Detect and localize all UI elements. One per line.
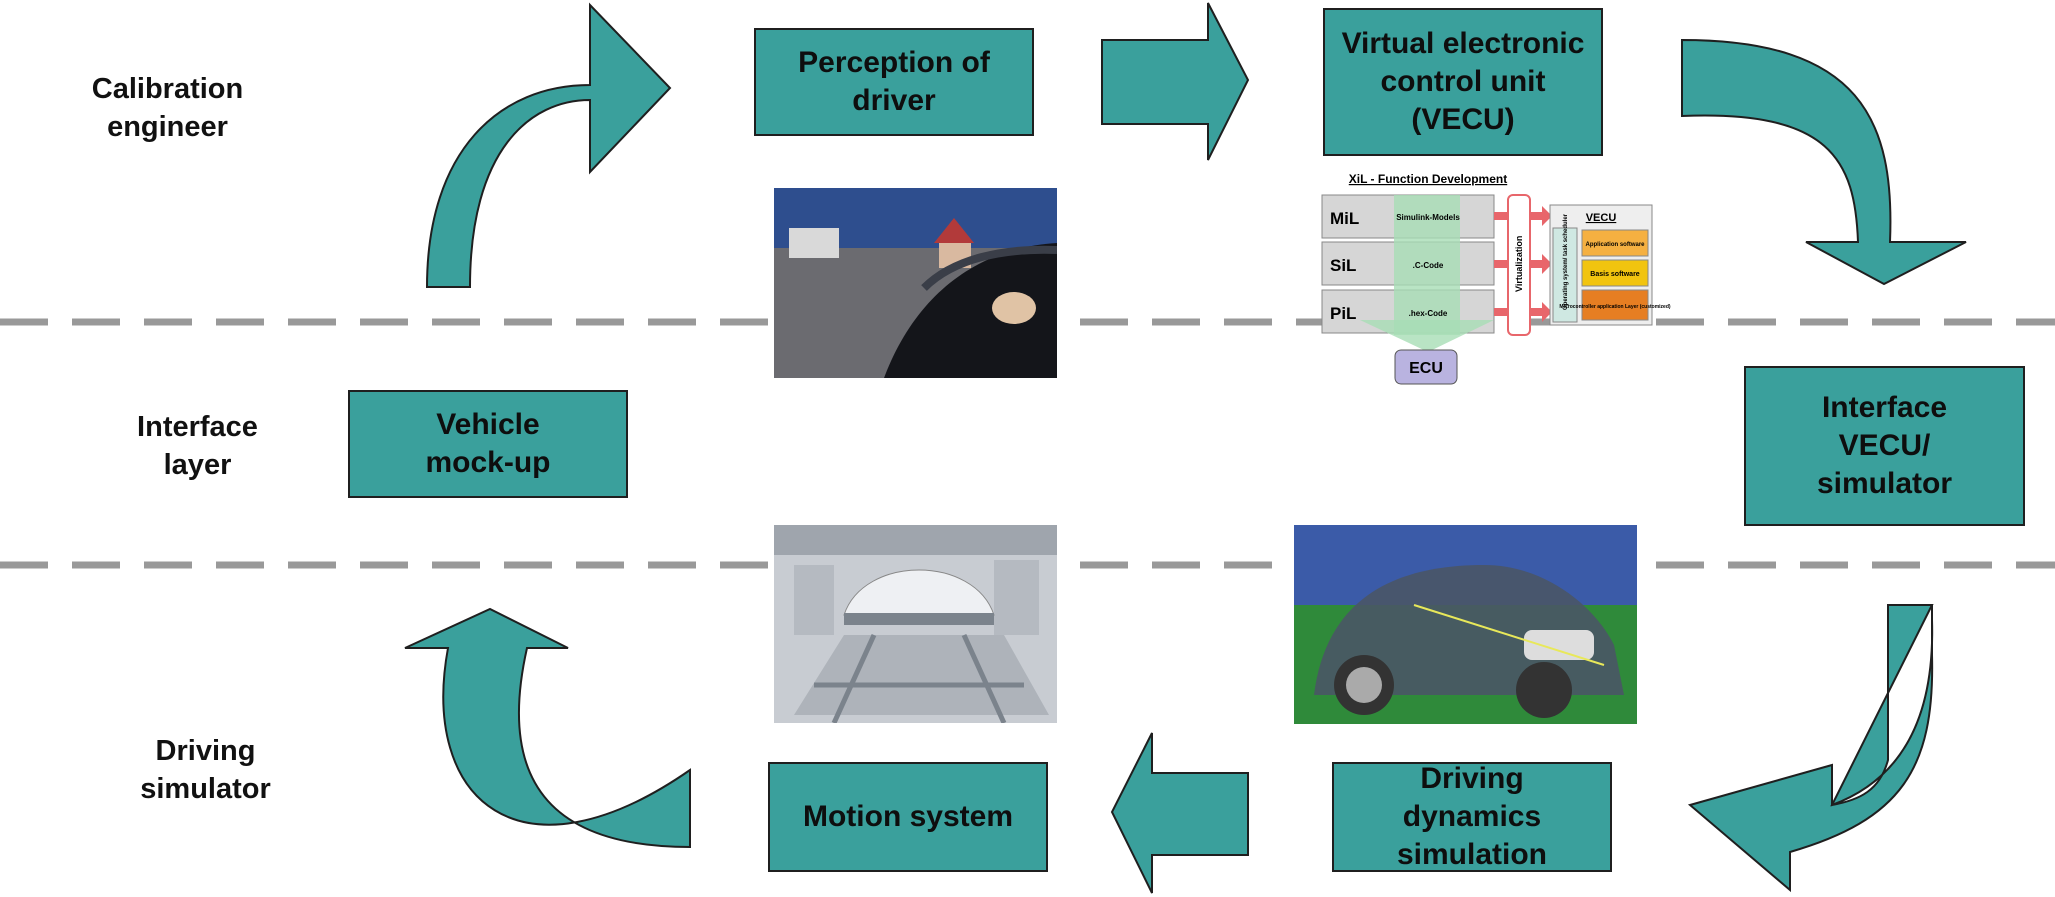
xil-content-pil: .hex-Code: [1409, 309, 1448, 318]
xil-layer-basis: [1581, 259, 1649, 287]
curved-arrow-left-bottom: [404, 607, 691, 849]
car-simulation-render-photo: [1294, 525, 1637, 724]
curved-arrow-left-top: [425, 2, 672, 288]
xil-diagram: XiL - Function Development MiL SiL PiL S…: [1321, 172, 1671, 385]
xil-content-mil: Simulink-Models: [1396, 213, 1460, 222]
row-label-driving-simulator: Driving simulator: [140, 735, 271, 805]
xil-red-arrow-6: [1530, 302, 1552, 322]
xil-virtualization-label: Virtualization: [1514, 236, 1524, 292]
xil-label-pil: PiL: [1330, 304, 1356, 323]
xil-vecu-title: VECU: [1586, 212, 1617, 224]
box-motion-system: Motion system: [768, 762, 1048, 872]
xil-layer-micro-label: Microcontroller application Layer (custo…: [1559, 304, 1670, 310]
xil-content-sil: .C-Code: [1413, 261, 1444, 270]
arrow-dynamics-to-motion: [1110, 732, 1249, 894]
xil-layer-basis-label: Basis software: [1590, 271, 1640, 278]
xil-red-arrow-4: [1530, 206, 1552, 226]
simulator-dome-photo: [774, 525, 1057, 723]
row-label-interface-layer: Interface layer: [137, 411, 258, 481]
driver-view-photo: [774, 188, 1057, 378]
xil-ecu-label: ECU: [1409, 360, 1443, 377]
xil-title: XiL - Function Development: [1349, 172, 1507, 186]
xil-label-mil: MiL: [1330, 209, 1359, 228]
box-perception-of-driver: Perception of driver: [754, 28, 1034, 136]
xil-green-arrow: [1360, 320, 1494, 352]
xil-scheduler-bar: [1552, 227, 1578, 323]
curved-arrow-right-top: [1681, 38, 1967, 286]
box-vehicle-mockup: Vehicle mock-up: [348, 390, 628, 498]
xil-ecu-box: [1394, 349, 1458, 385]
xil-red-arrow-5: [1530, 254, 1552, 274]
box-driving-dynamics-simulation: Driving dynamics simulation: [1332, 762, 1612, 872]
xil-scheduler-label: Operating system/ task scheduler: [1563, 213, 1569, 310]
xil-green-band: [1394, 195, 1460, 335]
curved-arrow-right-bottom: [1687, 604, 1934, 893]
arrow-perception-to-vecu: [1101, 2, 1250, 161]
xil-label-sil: SiL: [1330, 256, 1356, 275]
row-label-calibration-engineer: Calibration engineer: [91, 73, 244, 143]
xil-layer-micro: [1581, 289, 1649, 321]
xil-layer-application-label: Application software: [1585, 242, 1645, 248]
box-virtual-ecu: Virtual electronic control unit (VECU): [1323, 8, 1603, 156]
box-interface-vecu-simulator: Interface VECU/ simulator: [1744, 366, 2025, 526]
xil-layer-application: [1581, 229, 1649, 257]
